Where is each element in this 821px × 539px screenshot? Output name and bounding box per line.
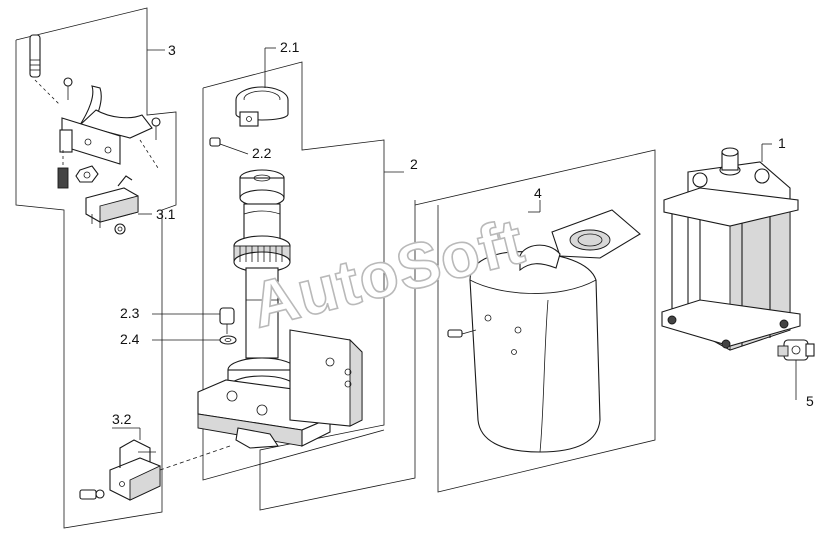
group-2-panel bbox=[202, 61, 416, 511]
part-2-4-washer bbox=[152, 335, 237, 345]
label-2-4: 2.4 bbox=[120, 331, 140, 347]
part-2-column-assembly bbox=[197, 169, 363, 449]
part-3-2-bracket bbox=[79, 427, 231, 501]
label-2: 2 bbox=[410, 156, 418, 172]
label-2-3: 2.3 bbox=[120, 305, 140, 321]
part-5-fitting bbox=[777, 339, 815, 400]
label-3-1: 3.1 bbox=[156, 206, 176, 222]
label-1: 1 bbox=[778, 135, 786, 151]
part-2-1-clamp-ring bbox=[235, 47, 289, 127]
label-5: 5 bbox=[806, 393, 814, 409]
label-2-1: 2.1 bbox=[280, 39, 300, 55]
part-3-bracket bbox=[29, 34, 161, 189]
label-2-2: 2.2 bbox=[252, 145, 272, 161]
part-2-3-bolt bbox=[152, 307, 235, 334]
label-4: 4 bbox=[534, 185, 542, 201]
part-2-2-screw bbox=[209, 137, 249, 155]
label-3-2: 3.2 bbox=[112, 411, 132, 427]
group-3-panel bbox=[15, 7, 177, 529]
part-4-reservoir bbox=[447, 200, 641, 453]
part-3-1-switch bbox=[85, 175, 152, 235]
label-3: 3 bbox=[168, 42, 176, 58]
part-labels: 1 2 2.1 2.2 2.3 2.4 3 3.1 3.2 4 5 bbox=[112, 39, 814, 427]
part-1-cylinder bbox=[661, 143, 801, 351]
group-4-panel bbox=[414, 149, 656, 493]
